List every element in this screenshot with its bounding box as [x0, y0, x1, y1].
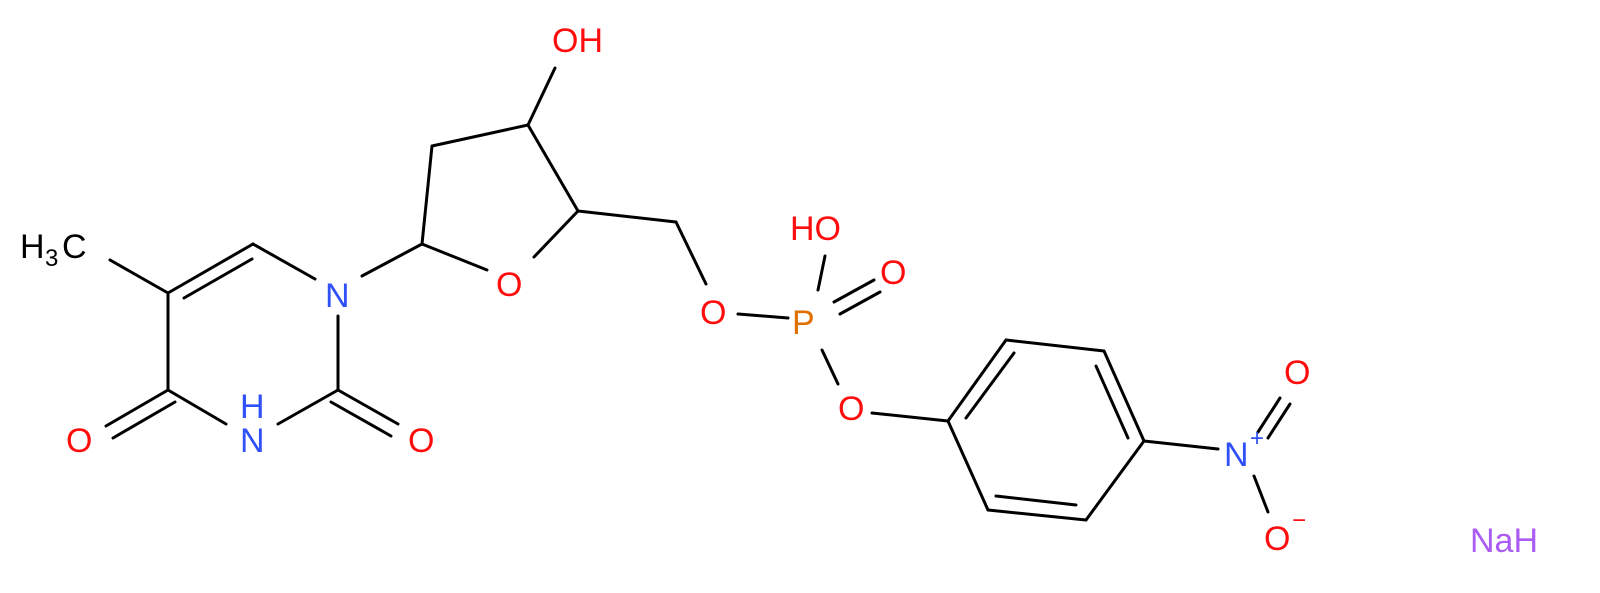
bond-p-o-double-b [838, 290, 882, 316]
bond-p-o-double-a [832, 278, 876, 304]
atom-n-plus: + [1250, 425, 1264, 452]
atom-nh-h: H [240, 388, 265, 426]
atom-o-p-double: O [880, 254, 906, 292]
atom-ch3-sub: 3 [45, 245, 58, 272]
atom-oh-top: OH [552, 22, 603, 60]
bond-c5-c6-inner [182, 257, 254, 300]
bond-c3-oh [526, 66, 557, 127]
bond-c2-o-b [329, 400, 393, 438]
bond-c4-c5 [576, 209, 678, 224]
atom-n1: N [325, 277, 350, 315]
bond-p-oaryl [820, 348, 840, 386]
bond-c2-n3 [276, 388, 340, 426]
bond-c2-c1 [420, 144, 434, 246]
bond-p-ho [816, 254, 827, 292]
atom-p: P [792, 304, 815, 342]
atom-o-c4: O [66, 422, 92, 460]
bond-lines [104, 66, 1292, 522]
bond-nnitro-obottom [1252, 474, 1270, 514]
bond-c2-o-a [336, 388, 400, 426]
bond-ch3-c5 [108, 258, 170, 295]
bond-oester-p [736, 312, 790, 320]
bond-ar5-ar6 [986, 508, 1088, 522]
bond-c1-oring [420, 242, 489, 272]
atom-ho-p: HO [790, 210, 841, 248]
bond-n3-c4 [166, 388, 228, 426]
bond-c5-c6 [166, 242, 255, 295]
bond-ar4-nnitro [1142, 439, 1220, 451]
atom-o-aryl: O [838, 390, 864, 428]
atom-labels: OH H 3 C N H N O O O O P HO O O N + O O … [20, 22, 1538, 560]
atom-o-ring: O [496, 266, 522, 304]
bond-oaryl-ring [870, 411, 950, 423]
bond-nnitro-otop-b [1266, 402, 1292, 440]
atom-ch3-c: C [62, 228, 87, 266]
bond-c6-n1 [251, 242, 317, 281]
atom-o-ester: O [700, 294, 726, 332]
bond-ar6-ar1 [946, 419, 990, 512]
bond-c4-o-a [104, 388, 170, 428]
bond-c3-c4 [526, 123, 580, 213]
atom-nah: NaH [1470, 522, 1538, 560]
bond-ar1-ar2 [946, 338, 1008, 423]
atom-o-c2: O [408, 422, 434, 460]
atom-o-nitro-bottom: O [1264, 520, 1290, 558]
bond-c5-oester [674, 220, 708, 286]
bond-nnitro-otop-a [1256, 396, 1282, 434]
bond-ar2-ar3 [1004, 338, 1106, 353]
atom-o-minus: − [1292, 507, 1306, 534]
bond-ar1-ar2-inner [964, 351, 1016, 420]
bond-c3-c2 [430, 123, 530, 148]
bond-c4-o-b [111, 400, 177, 440]
bond-ar5-ar6-inner [994, 494, 1078, 507]
bond-ar4-ar5 [1084, 439, 1146, 522]
bond-ar3-ar4-inner [1094, 364, 1130, 440]
bond-c4-oring [532, 209, 580, 259]
atom-o-nitro-top: O [1284, 354, 1310, 392]
bond-ar3-ar4 [1102, 349, 1146, 443]
atom-nh-n: N [240, 422, 265, 460]
bond-c1-n1 [360, 242, 424, 278]
atom-n-nitro: N [1224, 436, 1249, 474]
atom-ch3-h: H [20, 228, 45, 266]
